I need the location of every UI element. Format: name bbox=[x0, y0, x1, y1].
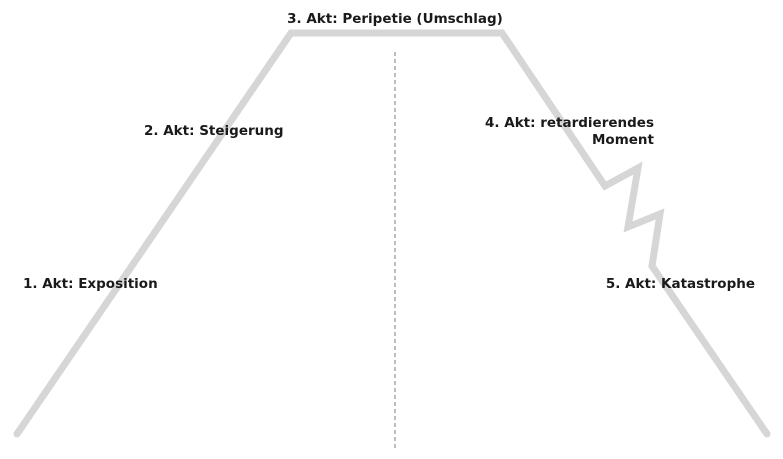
dramatic-arc-line bbox=[13, 29, 771, 438]
label-act-1-exposition: 1. Akt: Exposition bbox=[23, 276, 158, 292]
label-act-4-retardierendes-moment-line-1: 4. Akt: retardierendes bbox=[485, 115, 654, 131]
label-act-5-katastrophe: 5. Akt: Katastrophe bbox=[606, 276, 755, 292]
label-act-3-peripetie: 3. Akt: Peripetie (Umschlag) bbox=[287, 11, 503, 27]
label-act-4-retardierendes-moment-line-2: Moment bbox=[592, 132, 655, 148]
label-act-2-steigerung: 2. Akt: Steigerung bbox=[144, 123, 284, 139]
